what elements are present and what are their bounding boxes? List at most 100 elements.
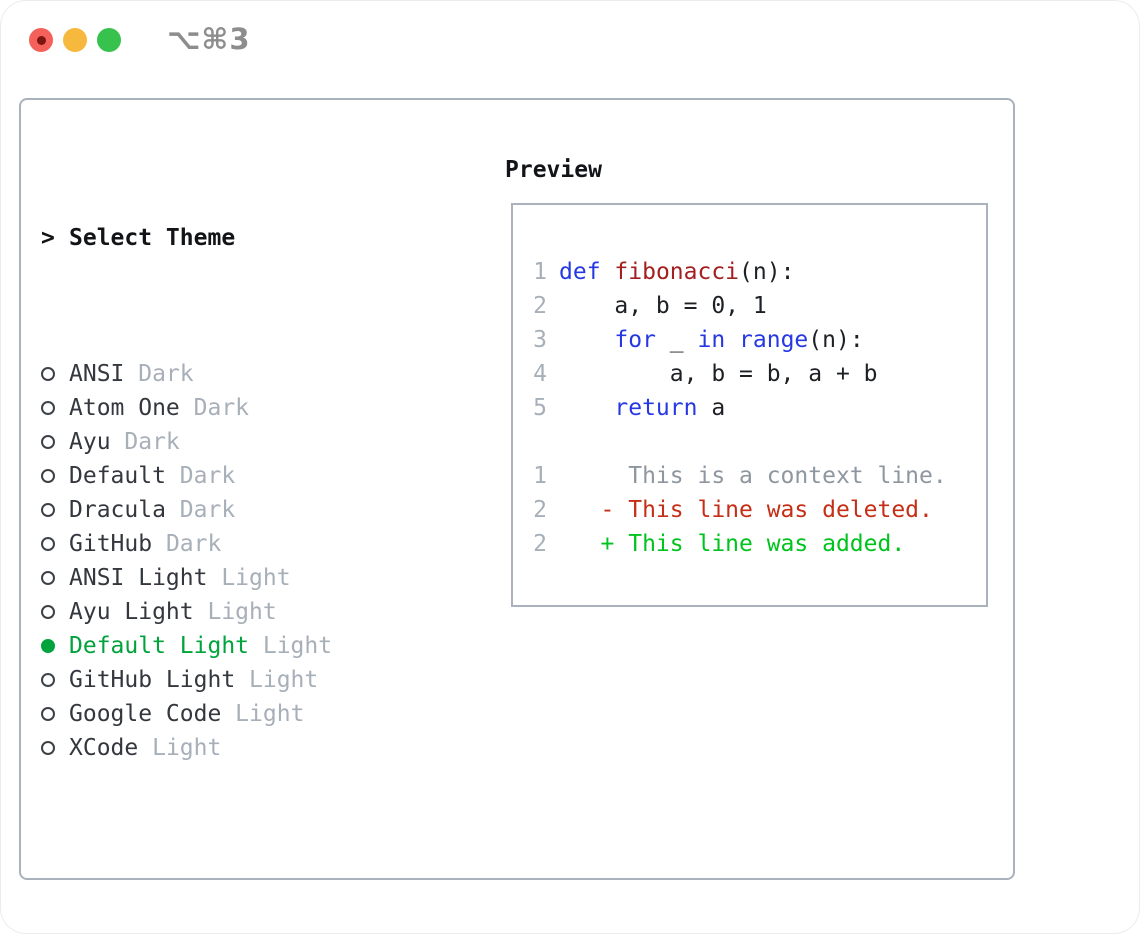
radio-unselected-icon	[41, 537, 55, 551]
radio-unselected-icon	[41, 571, 55, 585]
theme-variant: Dark	[152, 531, 222, 557]
radio-cell	[41, 469, 69, 483]
theme-option[interactable]: Default Light Light	[41, 629, 429, 663]
code-text: This is a context line.	[559, 463, 947, 489]
theme-option[interactable]: GitHub Dark	[41, 527, 429, 561]
code-line: 4 a, b = b, a + b	[533, 357, 986, 391]
code-text: a, b = b, a + b	[559, 361, 878, 387]
radio-cell	[41, 435, 69, 449]
theme-variant: Light	[138, 735, 222, 761]
theme-variant: Dark	[165, 463, 236, 489]
radio-unselected-icon	[41, 469, 55, 483]
theme-option[interactable]: Default Dark	[41, 459, 429, 493]
theme-variant: Light	[207, 565, 291, 591]
radio-cell	[41, 741, 69, 755]
line-number: 2	[533, 293, 547, 319]
theme-name: Ayu	[69, 429, 111, 455]
theme-name: ANSI	[69, 361, 125, 387]
radio-unselected-icon	[41, 401, 55, 415]
theme-variant: Dark	[124, 361, 194, 387]
theme-name: Default Light	[69, 633, 250, 659]
code-line: 1 This is a context line.	[533, 459, 986, 493]
theme-name: XCode	[69, 735, 139, 761]
radio-unselected-icon	[41, 367, 55, 381]
window-controls	[29, 28, 121, 52]
radio-unselected-icon	[41, 435, 55, 449]
radio-cell	[41, 367, 69, 381]
theme-name: Ayu Light	[69, 599, 194, 625]
theme-option[interactable]: Ayu Dark	[41, 425, 429, 459]
theme-option[interactable]: GitHub Light Light	[41, 663, 429, 697]
close-button[interactable]	[29, 28, 53, 52]
radio-cell	[41, 707, 69, 721]
theme-name: GitHub	[69, 531, 153, 557]
radio-unselected-icon	[41, 605, 55, 619]
radio-cell	[41, 605, 69, 619]
code-text: for _ in range(n):	[614, 327, 864, 353]
theme-name: Atom One	[69, 395, 180, 421]
code-line: 3 for _ in range(n):	[533, 323, 986, 357]
spacer	[41, 867, 429, 901]
focus-caret-icon: >	[41, 225, 55, 251]
preview-title: Preview	[505, 157, 602, 183]
theme-option[interactable]: Ayu Light Light	[41, 595, 429, 629]
theme-variant: Light	[249, 633, 333, 659]
line-number: 2	[533, 497, 547, 523]
line-number	[533, 425, 547, 459]
radio-unselected-icon	[41, 503, 55, 517]
theme-name: Default	[69, 463, 166, 489]
code-text: def fibonacci(n):	[559, 259, 795, 285]
radio-unselected-icon	[41, 673, 55, 687]
radio-cell	[41, 571, 69, 585]
code-line	[533, 425, 986, 459]
code-text: + This line was added.	[559, 531, 906, 557]
theme-option[interactable]: Atom One Dark	[41, 391, 429, 425]
radio-selected-icon	[41, 639, 55, 653]
radio-cell	[41, 537, 69, 551]
theme-option[interactable]: XCode Light	[41, 731, 429, 765]
line-number: 1	[533, 259, 547, 285]
theme-option[interactable]: Google Code Light	[41, 697, 429, 731]
code-line: 2 - This line was deleted.	[533, 493, 986, 527]
code-text: - This line was deleted.	[559, 497, 933, 523]
theme-variant: Dark	[165, 497, 236, 523]
theme-variant: Light	[193, 599, 277, 625]
theme-name: GitHub Light	[69, 667, 236, 693]
line-number: 3	[533, 327, 547, 353]
radio-unselected-icon	[41, 741, 55, 755]
theme-option[interactable]: Dracula Dark	[41, 493, 429, 527]
theme-variant: Light	[235, 667, 319, 693]
minimize-button[interactable]	[63, 28, 87, 52]
radio-cell	[41, 401, 69, 415]
code-line: 5 return a	[533, 391, 986, 425]
code-text: a, b = 0, 1	[559, 293, 767, 319]
code-line: 2 a, b = 0, 1	[533, 289, 986, 323]
select-theme-header: > Select Theme	[41, 221, 429, 255]
zoom-button[interactable]	[97, 28, 121, 52]
window-shortcut-label: ⌥⌘3	[167, 22, 251, 56]
theme-option[interactable]: ANSI Light Light	[41, 561, 429, 595]
radio-cell	[41, 673, 69, 687]
theme-option[interactable]: ANSI Dark	[41, 357, 429, 391]
radio-cell	[41, 639, 69, 653]
code-line: 1 def fibonacci(n):	[533, 255, 986, 289]
code-line: 2 + This line was added.	[533, 527, 986, 561]
line-number: 1	[533, 463, 547, 489]
code-text: return a	[614, 395, 726, 421]
theme-variant: Light	[221, 701, 305, 727]
select-theme-title: Select Theme	[69, 225, 236, 251]
theme-name: ANSI Light	[69, 565, 208, 591]
line-number: 5	[533, 395, 547, 421]
theme-variant: Dark	[110, 429, 180, 455]
theme-name: Google Code	[69, 701, 222, 727]
theme-name: Dracula	[69, 497, 166, 523]
radio-unselected-icon	[41, 707, 55, 721]
line-number: 4	[533, 361, 547, 387]
theme-variant: Dark	[179, 395, 250, 421]
radio-cell	[41, 503, 69, 517]
